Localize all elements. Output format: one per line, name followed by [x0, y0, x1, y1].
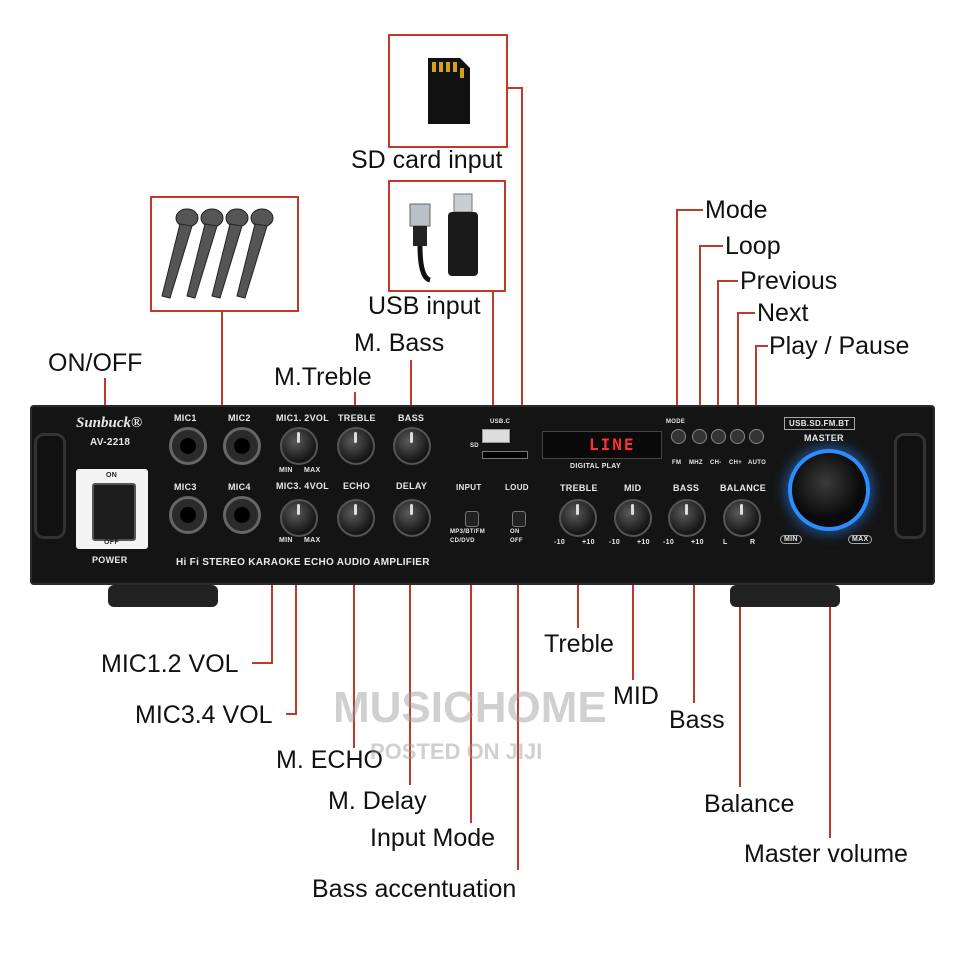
callout-bass: Bass	[669, 708, 725, 733]
callout-m-treble: M.Treble	[274, 365, 372, 390]
balance-knob[interactable]	[723, 499, 761, 537]
mic3-jack[interactable]	[169, 496, 207, 534]
loop-button[interactable]	[692, 429, 707, 444]
input-mode-switch[interactable]	[465, 511, 479, 527]
mic-treble-knob[interactable]	[337, 427, 375, 465]
sd-card-icon	[390, 36, 506, 146]
callout-treble: Treble	[544, 632, 614, 657]
model-label: AV-2218	[90, 437, 130, 448]
usb-drive-icon	[390, 182, 504, 290]
watermark-sub: POSTED ON JIJI	[370, 739, 542, 765]
callout-usb: USB input	[368, 294, 481, 319]
loud-switch[interactable]	[512, 511, 526, 527]
power-switch-plate: ON OFF	[76, 469, 148, 549]
callout-m-delay: M. Delay	[328, 789, 427, 814]
mic1-jack[interactable]	[169, 427, 207, 465]
right-handle	[894, 433, 926, 539]
play-pause-button[interactable]	[749, 429, 764, 444]
callout-previous: Previous	[740, 269, 837, 294]
previous-button[interactable]	[711, 429, 726, 444]
mic-bass-knob[interactable]	[393, 427, 431, 465]
watermark-main: MUSICHOME	[333, 683, 607, 733]
callout-sd-card: SD card input	[351, 148, 502, 173]
amplifier-front-panel: Sunbuck® AV-2218 ON OFF POWER MIC1 MIC2 …	[30, 405, 935, 585]
callout-m-bass: M. Bass	[354, 331, 444, 356]
callout-balance: Balance	[704, 792, 794, 817]
bass-knob[interactable]	[668, 499, 706, 537]
callout-on-off: ON/OFF	[48, 351, 142, 376]
display-screen: LINE	[542, 431, 662, 459]
microphones-image-box	[150, 196, 299, 312]
mic2-jack[interactable]	[223, 427, 261, 465]
sd-card-image-box	[388, 34, 508, 148]
callout-loop: Loop	[725, 234, 781, 259]
callout-mode: Mode	[705, 198, 768, 223]
mic4-jack[interactable]	[223, 496, 261, 534]
callout-play-pause: Play / Pause	[769, 334, 909, 359]
callout-mic34-vol: MIC3.4 VOL	[135, 703, 273, 728]
mic12-vol-knob[interactable]	[280, 427, 318, 465]
usb-port[interactable]	[482, 429, 510, 443]
power-label: POWER	[92, 555, 128, 565]
callout-next: Next	[757, 301, 808, 326]
mic34-vol-knob[interactable]	[280, 499, 318, 537]
display-readout: LINE	[589, 435, 636, 454]
mid-knob[interactable]	[614, 499, 652, 537]
callout-master-volume: Master volume	[744, 842, 908, 867]
callout-m-echo: M. ECHO	[276, 748, 383, 773]
callout-mic12-vol: MIC1.2 VOL	[101, 652, 239, 677]
callout-input-mode: Input Mode	[370, 826, 495, 851]
left-foot	[108, 585, 218, 607]
tagline: Hi Fi STEREO KARAOKE ECHO AUDIO AMPLIFIE…	[176, 557, 430, 568]
usb-image-box	[388, 180, 506, 292]
brand-logo: Sunbuck®	[76, 415, 142, 432]
power-switch[interactable]	[92, 483, 136, 541]
callout-mid: MID	[613, 684, 659, 709]
callout-bass-accentuation: Bass accentuation	[312, 877, 516, 902]
left-handle	[34, 433, 66, 539]
master-volume-knob[interactable]	[792, 453, 866, 527]
mode-button[interactable]	[671, 429, 686, 444]
sd-card-slot[interactable]	[482, 451, 528, 459]
delay-knob[interactable]	[393, 499, 431, 537]
microphone-icon	[152, 198, 297, 310]
next-button[interactable]	[730, 429, 745, 444]
treble-knob[interactable]	[559, 499, 597, 537]
right-foot	[730, 585, 840, 607]
echo-knob[interactable]	[337, 499, 375, 537]
